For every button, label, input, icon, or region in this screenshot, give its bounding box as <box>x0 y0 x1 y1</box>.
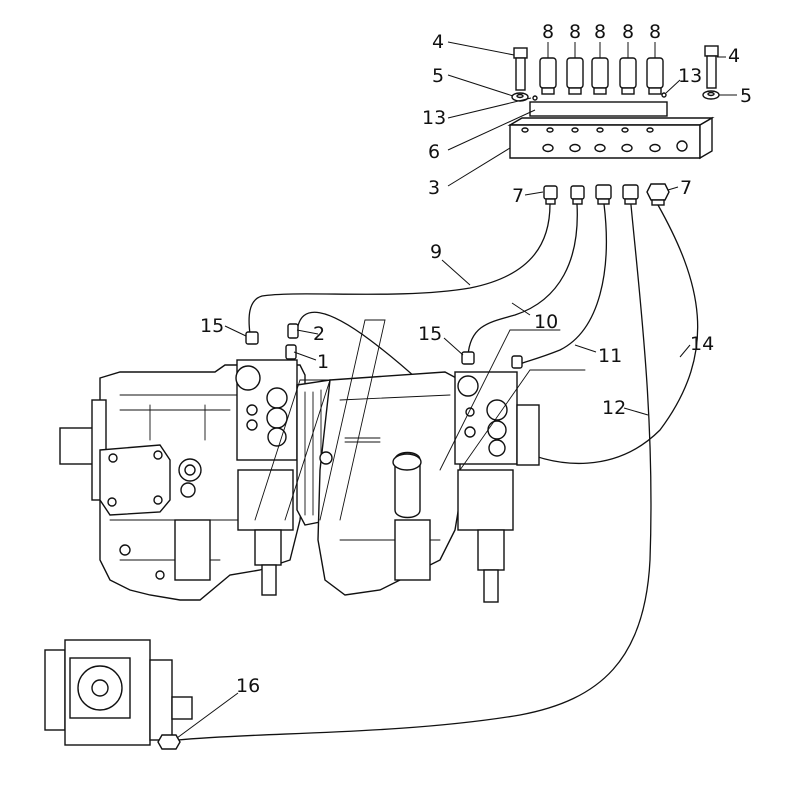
callout-8-d: 8 <box>622 21 634 43</box>
flow-arrows <box>254 319 586 521</box>
fitting-4 <box>622 184 639 205</box>
hose-11 <box>517 203 607 367</box>
callout-2: 2 <box>313 323 325 345</box>
gear-pump-fitting <box>157 734 181 750</box>
left-block-fittings <box>245 323 299 360</box>
right-solenoid <box>394 519 431 581</box>
callout-7-left: 7 <box>512 185 524 207</box>
callout-13-left: 13 <box>422 107 446 129</box>
left-solenoid <box>174 519 211 581</box>
bolt-right <box>704 45 719 89</box>
callout-7-right: 7 <box>680 177 692 199</box>
callout-10: 10 <box>534 311 558 333</box>
fitting-5 <box>646 183 670 206</box>
plug-1 <box>539 42 557 95</box>
hose-14 <box>499 204 699 465</box>
leader-lines <box>176 41 737 739</box>
gasket-plate <box>529 101 668 117</box>
callout-15-right: 15 <box>418 323 442 345</box>
callout-13-right: 13 <box>678 65 702 87</box>
tandem-pump <box>59 319 586 603</box>
callout-11: 11 <box>598 345 622 367</box>
bolt-left <box>513 47 528 91</box>
fitting-3 <box>595 184 612 205</box>
callout-12: 12 <box>602 397 626 419</box>
fitting-2 <box>570 185 585 205</box>
callout-4-right: 4 <box>728 45 740 67</box>
oring-left <box>532 95 538 101</box>
callout-5-right: 5 <box>740 85 752 107</box>
callout-8-e: 8 <box>649 21 661 43</box>
callout-14: 14 <box>690 333 714 355</box>
plugs-row <box>539 42 664 95</box>
plug-4 <box>619 42 637 95</box>
callout-6: 6 <box>428 141 440 163</box>
callout-15-left: 15 <box>200 315 224 337</box>
callout-8-a: 8 <box>542 21 554 43</box>
callout-3: 3 <box>428 177 440 199</box>
oring-right <box>661 92 667 98</box>
plug-3 <box>591 42 609 95</box>
right-regulator <box>457 469 514 531</box>
gear-pump <box>44 639 193 750</box>
hose-9 <box>248 203 551 335</box>
callout-4-left: 4 <box>432 31 444 53</box>
hose-10 <box>467 203 578 357</box>
hose-12 <box>177 204 652 741</box>
callout-8-b: 8 <box>569 21 581 43</box>
right-pump-housing <box>317 371 461 596</box>
callout-labels: 4 5 13 6 3 8 8 8 8 8 13 4 5 7 7 9 10 11 … <box>200 21 752 697</box>
left-regulator <box>237 469 294 531</box>
callout-5-left: 5 <box>432 65 444 87</box>
manifold-block <box>507 116 715 160</box>
callout-1: 1 <box>317 351 329 373</box>
mount-flange <box>99 444 171 516</box>
washer-right <box>702 90 720 100</box>
plug-5 <box>646 42 664 95</box>
callout-16: 16 <box>236 675 260 697</box>
plug-2 <box>566 42 584 95</box>
fitting-1 <box>543 185 558 205</box>
callout-8-c: 8 <box>594 21 606 43</box>
callout-9: 9 <box>430 241 442 263</box>
manifold-assembly <box>507 42 720 206</box>
port-left-1 <box>178 458 202 482</box>
fittings-row <box>543 183 670 206</box>
